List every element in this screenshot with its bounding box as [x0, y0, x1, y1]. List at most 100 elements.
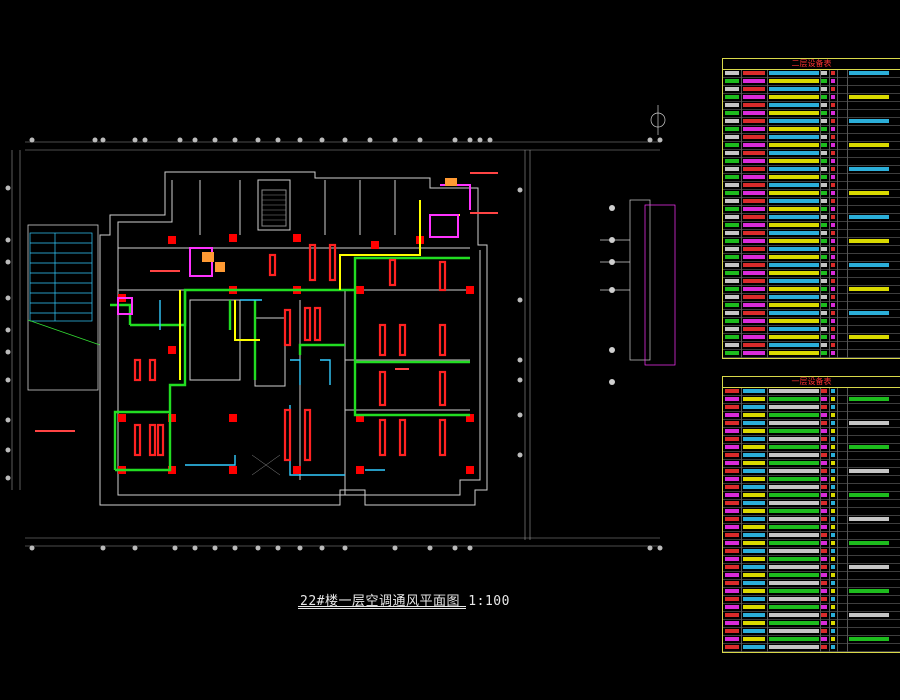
fan-coil-unit	[438, 418, 447, 457]
table-cell	[769, 509, 819, 513]
table-row	[723, 294, 900, 302]
column	[168, 466, 176, 474]
table-cell	[849, 565, 889, 569]
table-cell	[849, 525, 889, 529]
table-cell	[725, 421, 739, 425]
fan-coil-unit	[438, 260, 447, 292]
table-cell	[743, 199, 765, 203]
grid-bubble	[172, 545, 178, 551]
table-cell	[743, 119, 765, 123]
table-cell	[831, 453, 835, 457]
table-cell	[831, 421, 835, 425]
table-row	[723, 198, 900, 206]
table-cell	[821, 143, 827, 147]
grid-bubble	[517, 412, 523, 418]
grid-bubble	[92, 137, 98, 143]
table-cell	[849, 127, 889, 131]
table-cell	[849, 271, 889, 275]
table-cell	[725, 79, 739, 83]
table-cell	[743, 159, 765, 163]
table-cell	[769, 119, 819, 123]
table-cell	[769, 111, 819, 115]
table-cell	[725, 239, 739, 243]
table-cell	[821, 533, 827, 537]
table-cell	[725, 581, 739, 585]
table-cell	[743, 629, 765, 633]
equipment-table-2f: 二层设备表	[722, 58, 900, 359]
table-cell	[831, 215, 835, 219]
table-cell	[821, 231, 827, 235]
fan-coil-unit	[388, 258, 397, 287]
table-cell	[831, 279, 835, 283]
table-cell	[831, 311, 835, 315]
table-cell	[821, 589, 827, 593]
table-row	[723, 190, 900, 198]
table-cell	[821, 255, 827, 259]
table-cell	[849, 445, 889, 449]
table-row	[723, 516, 900, 524]
table-cell	[769, 517, 819, 521]
table-row	[723, 524, 900, 532]
dimension-lines	[11, 141, 660, 547]
column	[293, 466, 301, 474]
table-cell	[743, 135, 765, 139]
table-cell	[743, 351, 765, 355]
table-cell	[821, 613, 827, 617]
table-row	[723, 302, 900, 310]
grid-bubble	[342, 545, 348, 551]
table-cell	[743, 421, 765, 425]
table-cell	[743, 111, 765, 115]
table-cell	[725, 167, 739, 171]
table-cell	[821, 279, 827, 283]
table-cell	[743, 247, 765, 251]
table-cell	[831, 525, 835, 529]
grid-bubble	[100, 545, 106, 551]
table-cell	[743, 279, 765, 283]
table-cell	[769, 533, 819, 537]
table-cell	[821, 303, 827, 307]
table-row	[723, 286, 900, 294]
grid-bubble	[647, 137, 653, 143]
table-cell	[831, 183, 835, 187]
table-cell	[743, 605, 765, 609]
table-row	[723, 206, 900, 214]
grid-bubble	[192, 545, 198, 551]
grid-bubble	[487, 137, 493, 143]
table-cell	[849, 413, 889, 417]
table-cell	[743, 271, 765, 275]
grid-bubble	[517, 187, 523, 193]
table-cell	[831, 397, 835, 401]
table-cell	[743, 311, 765, 315]
table-cell	[821, 351, 827, 355]
table-cell	[725, 247, 739, 251]
table-column-divider	[767, 70, 768, 358]
table-row	[723, 492, 900, 500]
table-row	[723, 166, 900, 174]
fan-coil-unit	[438, 323, 447, 357]
table-row	[723, 532, 900, 540]
table-cell	[821, 135, 827, 139]
table-cell	[849, 509, 889, 513]
table-cell	[849, 263, 889, 267]
column	[466, 286, 474, 294]
table-row	[723, 644, 900, 652]
table-cell	[743, 637, 765, 641]
table-cell	[831, 175, 835, 179]
grid-bubble	[29, 137, 35, 143]
table-cell	[769, 477, 819, 481]
table-cell	[769, 151, 819, 155]
table-row	[723, 310, 900, 318]
column	[466, 466, 474, 474]
table-cell	[743, 557, 765, 561]
table-cell	[831, 405, 835, 409]
table-cell	[831, 319, 835, 323]
table-cell	[769, 557, 819, 561]
table-cell	[821, 311, 827, 315]
grid-bubble	[275, 545, 281, 551]
table-cell	[769, 493, 819, 497]
table-cell	[725, 445, 739, 449]
table-cell	[849, 597, 889, 601]
table-cell	[769, 343, 819, 347]
table-cell	[849, 71, 889, 75]
table-row	[723, 134, 900, 142]
